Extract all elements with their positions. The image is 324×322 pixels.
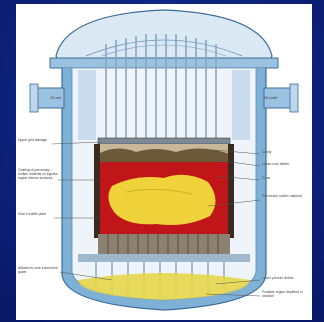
diagram-panel: 2B inlet 1B outlet Upper grid damage Coa… [16,4,312,320]
label-hole-baffle: Hole in baffle plate [18,212,52,216]
vessel-flange [50,58,278,68]
label-previously-molten: Previously molten material [262,194,308,198]
right-nozzle-label: 1B outlet [264,96,277,100]
upper-grid [98,138,230,144]
left-nozzle-label: 2B inlet [50,96,61,100]
vessel-head [56,10,272,64]
label-ablated-incore: Ablated in-core instrument guide [18,266,60,274]
label-possible-region: Possible region depleted in uranium [262,290,308,298]
label-cavity: Cavity [262,150,271,154]
label-loose-core-debris: Loose core debris [262,162,289,166]
label-lower-plenum-debris: Lower plenum debris [262,276,293,280]
label-coating: Coating of previously-molten material on… [18,168,58,180]
label-crust: Crust [262,176,270,180]
molten-region-yellow [108,175,215,225]
label-upper-grid-damage: Upper grid damage [18,138,52,142]
loose-core-debris [98,148,230,164]
